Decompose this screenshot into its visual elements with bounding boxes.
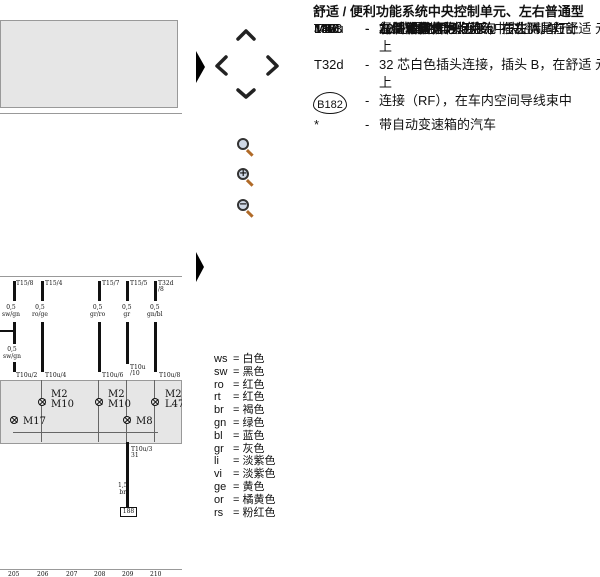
wire — [41, 322, 44, 372]
bulb-icon — [95, 398, 103, 406]
coordinate-label: 208 — [94, 571, 106, 577]
coordinate-label: 206 — [37, 571, 49, 577]
wire — [154, 281, 157, 301]
pin-label: T32d /8 — [158, 280, 174, 293]
color-code-row: br = 褐色 — [214, 404, 265, 417]
color-code-row: ro = 红色 — [214, 378, 265, 391]
chevron-right-icon[interactable] — [266, 55, 279, 76]
coordinate-ruler — [0, 569, 182, 570]
color-code-row: li = 淡紫色 — [214, 455, 276, 468]
pin-label: T10u/4 — [45, 372, 67, 379]
coordinate-label: 207 — [66, 571, 78, 577]
wire — [13, 322, 16, 344]
magnifier-icon[interactable] — [236, 137, 256, 157]
wire — [126, 380, 127, 442]
pin-label: T15/8 — [16, 280, 34, 287]
wire — [98, 281, 101, 301]
chevron-up-icon[interactable] — [236, 29, 256, 41]
connector-symbol: B182 — [313, 92, 347, 114]
wire — [126, 442, 129, 510]
wire-color-key: ws = 白色 sw = 黑色 ro = 红色 rt = 红色 br = 褐色 … — [214, 353, 276, 519]
ground-point: 188 — [120, 507, 137, 517]
component-label: M17 — [23, 416, 46, 427]
expand-panel-arrow-icon[interactable] — [196, 51, 205, 83]
zoom-in-icon[interactable]: + — [236, 167, 256, 187]
divider-line — [0, 276, 182, 277]
bulb-icon — [38, 398, 46, 406]
component-label: M10 — [51, 399, 74, 410]
color-code-row: vi = 淡紫色 — [214, 468, 276, 481]
wire — [0, 330, 13, 332]
color-code-row: ws = 白色 — [214, 353, 265, 365]
diagram-header-panel — [0, 20, 178, 108]
color-code-row: bl = 蓝色 — [214, 429, 265, 442]
wire — [13, 432, 158, 433]
wire — [41, 281, 44, 301]
wire — [13, 362, 16, 372]
wire — [154, 380, 155, 442]
bulb-icon — [10, 416, 18, 424]
pin-label: T10u/8 — [159, 372, 181, 379]
chevron-down-icon[interactable] — [236, 88, 256, 99]
color-code-row: gr = 灰色 — [214, 442, 265, 455]
wire — [13, 281, 16, 301]
legend-row: T15-32 芯褐色插头连接，插头 A，在舒适 元上 — [314, 21, 600, 54]
pin-label: T15/7 — [102, 280, 120, 287]
expand-panel-arrow-icon[interactable] — [196, 252, 204, 282]
component-label: M2 — [108, 389, 125, 400]
chevron-left-icon[interactable] — [215, 55, 228, 76]
component-label: L47 — [165, 399, 182, 410]
color-code-row: rt = 红色 — [214, 391, 265, 404]
wire — [41, 380, 42, 442]
zoom-out-icon[interactable]: − — [236, 198, 256, 218]
coordinate-label: 209 — [122, 571, 134, 577]
pin-label: T15/5 — [130, 280, 148, 287]
pan-control — [215, 29, 279, 99]
component-label: M10 — [108, 399, 131, 410]
pin-label: T15/4 — [45, 280, 63, 287]
component-label: M2 — [51, 389, 68, 400]
tail-light-unit — [0, 380, 182, 444]
pin-label: T10u/6 — [102, 372, 124, 379]
color-code-row: rs = 粉红色 — [214, 506, 276, 519]
color-code-row: or = 橘黄色 — [214, 493, 276, 506]
color-code-row: sw = 黑色 — [214, 365, 265, 378]
wire — [98, 322, 101, 372]
wire — [126, 281, 129, 301]
component-label: M2 — [165, 389, 182, 400]
wire — [98, 380, 99, 442]
legend-title: 舒适 / 便利功能系统中央控制单元、左右普通型 — [313, 4, 584, 19]
component-label: M8 — [136, 416, 153, 427]
legend-row: T32d-32 芯白色插头连接，插头 B，在舒适 元上 — [314, 57, 600, 90]
pin-label: T10u/3 31 — [131, 446, 153, 459]
legend-row: B182 -连接（RF），在车内空间导线束中 — [313, 92, 600, 116]
wire — [126, 322, 129, 364]
divider-line — [0, 113, 182, 114]
coordinate-label: 210 — [150, 571, 162, 577]
pin-label: T10u /10 — [130, 364, 146, 377]
wire — [154, 322, 157, 372]
bulb-icon — [151, 398, 159, 406]
coordinate-label: 205 — [8, 571, 20, 577]
pin-label: T10u/2 — [16, 372, 38, 379]
color-code-row: gn = 绿色 — [214, 416, 265, 429]
bulb-icon — [123, 416, 131, 424]
color-code-row: ge = 黄色 — [214, 480, 265, 493]
component-legend: 舒适 / 便利功能系统中央控制单元、左右普通型 J393-舒适 / 便捷功能系统… — [313, 4, 600, 132]
